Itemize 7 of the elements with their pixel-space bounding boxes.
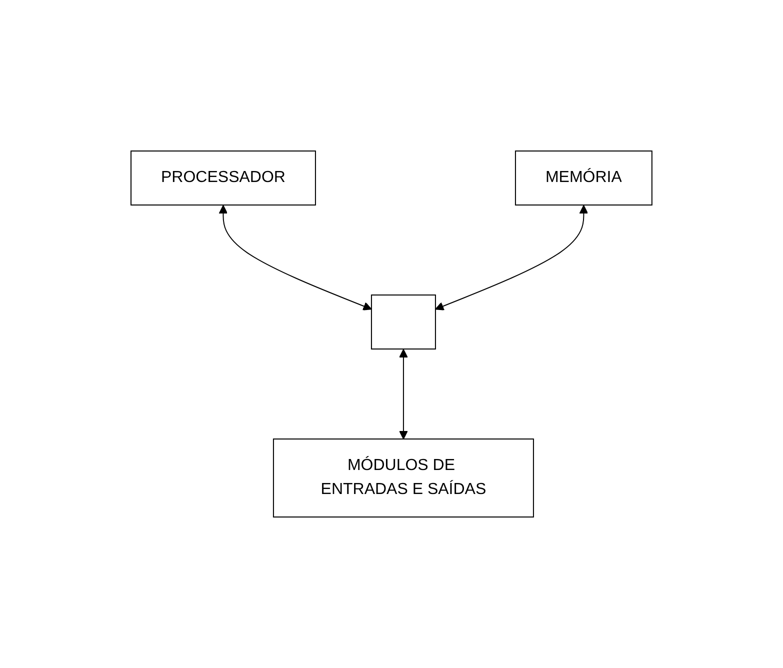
arrow: [435, 205, 588, 310]
node-box: PROCESSADOR: [130, 150, 316, 206]
node-bar: [371, 294, 436, 350]
arrow: [399, 349, 408, 440]
node-box: MEMÓRIA: [515, 150, 652, 206]
arrow: [218, 205, 372, 310]
node-box: MÓDULOS DE ENTRADAS E SAÍDAS: [273, 438, 534, 518]
